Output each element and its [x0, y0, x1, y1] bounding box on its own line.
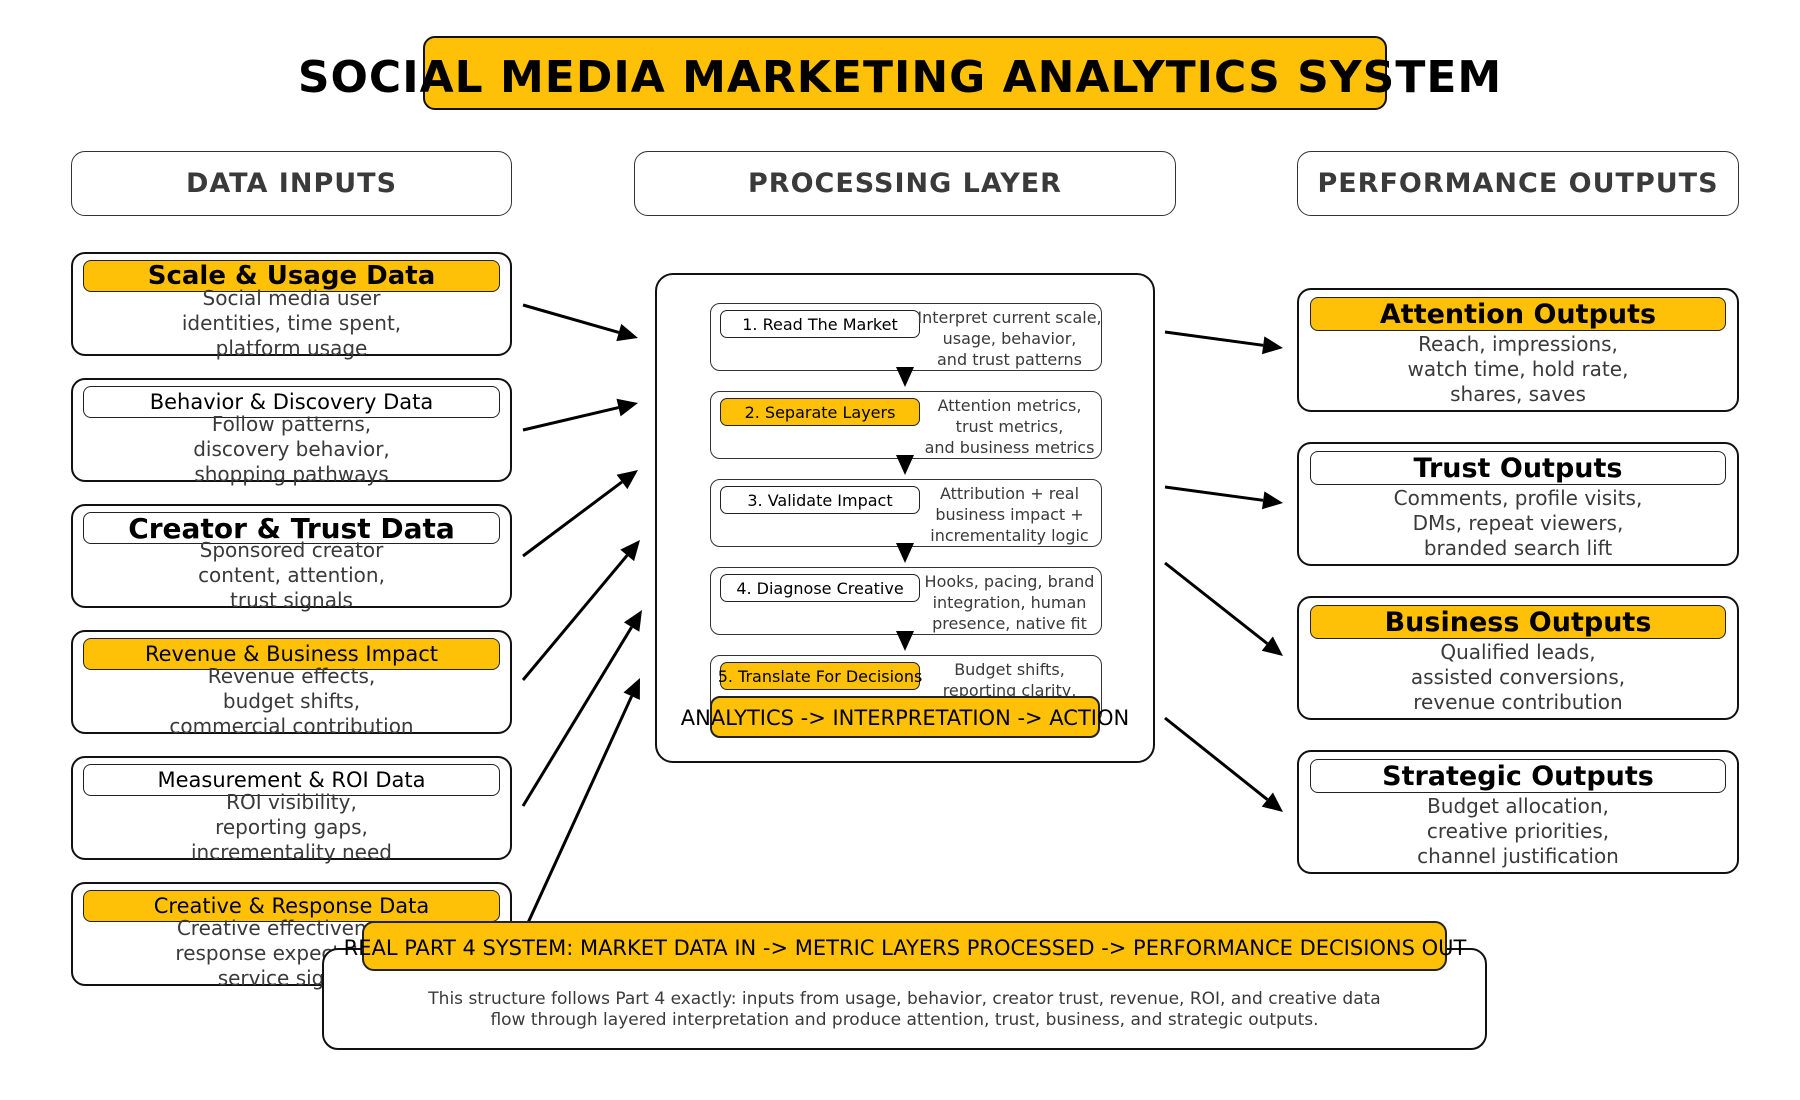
- input-label: Creative & Response Data: [83, 890, 500, 922]
- title-highlight: [423, 36, 1387, 110]
- arrow-output-3: [1164, 561, 1283, 656]
- output-description: Comments, profile visits, DMs, repeat vi…: [1393, 486, 1643, 560]
- output-label: Business Outputs: [1310, 605, 1726, 639]
- step-label: 1. Read The Market: [720, 310, 920, 338]
- output-label: Trust Outputs: [1310, 451, 1726, 485]
- arrow-output-2: [1164, 485, 1283, 510]
- arrow-step-1: [896, 367, 914, 387]
- arrow-step-3: [896, 543, 914, 563]
- output-label: Strategic Outputs: [1310, 759, 1726, 793]
- page-title: SOCIAL MEDIA MARKETING ANALYTICS SYSTEM: [297, 52, 1503, 103]
- output-description: Budget allocation, creative priorities, …: [1417, 794, 1619, 868]
- arrow-step-2: [896, 455, 914, 475]
- input-label: Creator & Trust Data: [83, 512, 500, 545]
- step-label: 5. Translate For Decisions: [718, 662, 922, 690]
- footer-text: This structure follows Part 4 exactly: i…: [428, 989, 1381, 1030]
- column-header-outputs: PERFORMANCE OUTPUTS: [1297, 151, 1739, 216]
- arrow-input-1: [522, 303, 638, 342]
- step-label: 2. Separate Layers: [720, 398, 920, 426]
- arrow-output-4: [1164, 716, 1283, 812]
- step-description: Attention metrics, trust metrics, and bu…: [924, 396, 1095, 457]
- arrow-input-3: [522, 470, 638, 558]
- arrow-step-4: [896, 631, 914, 651]
- input-description: Follow patterns, discovery behavior, sho…: [193, 412, 390, 486]
- input-description: ROI visibility, reporting gaps, incremen…: [190, 790, 392, 864]
- footer-banner-box: [362, 921, 1447, 971]
- output-description: Reach, impressions, watch time, hold rat…: [1407, 332, 1629, 406]
- output-description: Qualified leads, assisted conversions, r…: [1410, 640, 1626, 714]
- step-label: 4. Diagnose Creative: [720, 574, 920, 602]
- input-label: Scale & Usage Data: [83, 260, 500, 292]
- column-header-processing: PROCESSING LAYER: [634, 151, 1176, 216]
- arrow-input-2: [522, 398, 638, 432]
- step-description: Attribution + real business impact + inc…: [930, 484, 1089, 545]
- input-label: Measurement & ROI Data: [83, 764, 500, 796]
- input-label: Behavior & Discovery Data: [83, 386, 500, 418]
- arrow-input-4: [521, 540, 640, 681]
- footer-banner: REAL PART 4 SYSTEM: MARKET DATA IN -> ME…: [343, 936, 1467, 960]
- arrow-output-1: [1164, 330, 1283, 355]
- step-description: Interpret current scale, usage, behavior…: [917, 308, 1102, 369]
- input-description: Revenue effects, budget shifts, commerci…: [169, 664, 414, 738]
- input-description: Social media user identities, time spent…: [181, 286, 402, 360]
- processing-banner-box: [710, 696, 1100, 738]
- input-label: Revenue & Business Impact: [83, 638, 500, 670]
- step-description: Hooks, pacing, brand integration, human …: [924, 572, 1095, 633]
- column-header-inputs: DATA INPUTS: [71, 151, 512, 216]
- step-label: 3. Validate Impact: [720, 486, 920, 514]
- arrow-input-5: [521, 610, 642, 807]
- processing-banner: ANALYTICS -> INTERPRETATION -> ACTION: [680, 706, 1130, 730]
- output-label: Attention Outputs: [1310, 297, 1726, 331]
- input-description: Sponsored creator content, attention, tr…: [198, 538, 385, 612]
- arrow-input-6: [525, 678, 640, 926]
